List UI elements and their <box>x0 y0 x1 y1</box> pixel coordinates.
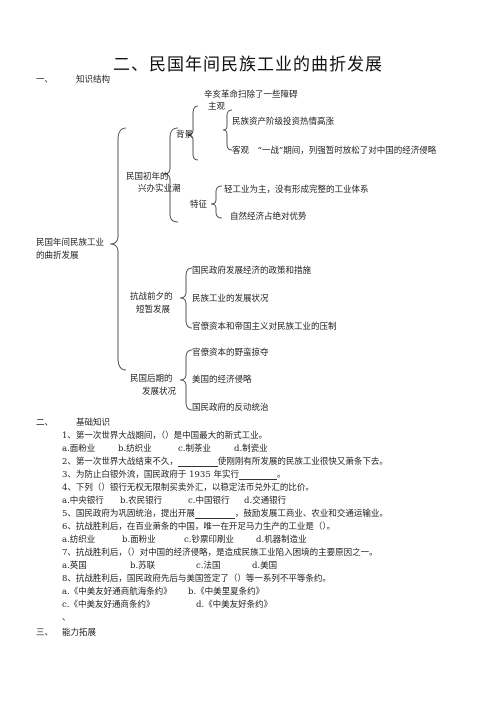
q8-option-c: c.《中美友好通商条约》 <box>62 600 155 610</box>
section2-heading: 基础知识 <box>76 418 111 428</box>
q7-option-d: d.美国 <box>252 561 278 571</box>
section3-heading: 能力拓展 <box>62 628 97 638</box>
q7-option-c: c.法国 <box>196 561 221 571</box>
q8-option-d: d.《中美友好条约》 <box>196 600 273 610</box>
q7-option-a: a.英国 <box>62 561 87 571</box>
q4-option-d: d.交通银行 <box>244 496 287 506</box>
late-label-line2: 发展状况 <box>142 387 177 397</box>
early-label-line1: 民国初年的 <box>126 172 169 182</box>
bg-item-revolution: 辛亥革命扫除了一些障碍 <box>204 90 298 100</box>
late-item-reactionary-rule: 国民政府的反动统治 <box>192 403 269 413</box>
bg-subjective-label: 主观 <box>208 102 226 112</box>
page-title: 二、民国年间民族工业的曲折发展 <box>113 55 383 75</box>
q2-text-before: 2、第一次世界大战结束不久， <box>62 457 178 467</box>
q1-option-d: d.制瓷业 <box>234 444 268 454</box>
q4-option-a: a.中央银行 <box>62 496 104 506</box>
q4-option-b: b.农民银行 <box>120 496 163 506</box>
q6-option-a: a.纺织业 <box>62 535 96 545</box>
section3-number: 三、 <box>36 628 54 638</box>
q6-option-b: b.面粉业 <box>122 535 156 545</box>
section1-heading: 知识结构 <box>76 75 111 85</box>
question-3: 3、为防止白银外流，国民政府于 1935 年实行 。 <box>62 470 285 480</box>
root-label-line1: 民国年间民族工业 <box>36 238 105 248</box>
war-label-line2: 短暂发展 <box>136 305 171 315</box>
war-item-policy: 国民政府发展经济的政策和措施 <box>192 266 312 276</box>
q3-text-before: 3、为防止白银外流，国民政府于 1935 年实行 <box>62 470 239 480</box>
feat-item-light-industry: 轻工业为主，没有形成完整的工业体系 <box>224 185 369 195</box>
question-2: 2、第一次世界大战结束不久， 使刚刚有所发展的民族工业很快又萧条下去。 <box>62 457 388 467</box>
q5-blank[interactable] <box>194 509 235 519</box>
root-label-line2: 的曲折发展 <box>36 251 79 261</box>
war-item-suppression: 官僚资本和帝国主义对民族工业的压制 <box>192 322 337 332</box>
section1-number: 一、 <box>36 75 54 85</box>
q5-text-after: ，鼓励发展工商业、农业和交通运输业。 <box>234 509 388 519</box>
stray-mark: 、 <box>62 613 71 623</box>
bg-label: 背景 <box>176 130 194 140</box>
question-8: 8、抗战胜利后，国民政府先后与美国签定了（）等一系列不平等条约。 <box>62 574 331 584</box>
bg-item-subjective: 民族资产阶级投资热情高涨 <box>232 117 335 127</box>
bg-item-objective: 客观 “一战”期间，列强暂时放松了对中国的经济侵略 <box>232 146 437 156</box>
question-4: 4、下列（）银行无权无限制买卖外汇，以稳定法币兑外汇的比价。 <box>62 483 314 493</box>
q1-option-c: c.制茶业 <box>178 444 211 454</box>
war-item-status: 民族工业的发展状况 <box>192 294 269 304</box>
early-label-line2: 兴办实业潮 <box>138 184 181 194</box>
q8-option-a: a.《中美友好通商航海条约》 <box>62 587 172 597</box>
q3-text-after: 。 <box>276 470 286 480</box>
q2-blank[interactable] <box>177 457 218 467</box>
q2-text-after: 使刚刚有所发展的民族工业很快又萧条下去。 <box>217 457 388 467</box>
question-7: 7、抗战胜利后，（）对中国的经济侵略，是造成民族工业陷入困境的主要原因之一。 <box>62 548 378 558</box>
late-item-plunder: 官僚资本的野蛮掠夺 <box>192 348 269 358</box>
question-6: 6、抗战胜利后，在百业萧条的中国，唯一在开足马力生产的工业是（）。 <box>62 522 336 532</box>
q3-blank[interactable] <box>238 470 277 480</box>
q1-option-b: b.纺织业 <box>118 444 152 454</box>
q8-option-b: b.《中美里夏条约》 <box>188 587 265 597</box>
feat-label: 特征 <box>190 200 208 210</box>
q6-option-c: c.钞票印刷业 <box>184 535 234 545</box>
section2-number: 二、 <box>36 418 54 428</box>
late-item-us-invasion: 美国的经济侵略 <box>192 375 252 385</box>
question-5: 5、国民政府为巩固统治，提出开展 ，鼓励发展工商业、农业和交通运输业。 <box>62 509 388 519</box>
q4-option-c: c.中国银行 <box>188 496 230 506</box>
q1-option-a: a.面粉业 <box>62 444 96 454</box>
war-label-line1: 抗战前夕的 <box>130 292 173 302</box>
q6-option-d: d.机器制造业 <box>256 535 307 545</box>
feat-item-natural-economy: 自然经济占绝对优势 <box>230 212 307 222</box>
late-label-line1: 民国后期的 <box>130 374 173 384</box>
q5-text-before: 5、国民政府为巩固统治，提出开展 <box>62 509 195 519</box>
question-1: 1、第一次世界大战期间，（）是中国最大的新式工业。 <box>62 431 268 441</box>
q7-option-b: b.苏联 <box>130 561 156 571</box>
